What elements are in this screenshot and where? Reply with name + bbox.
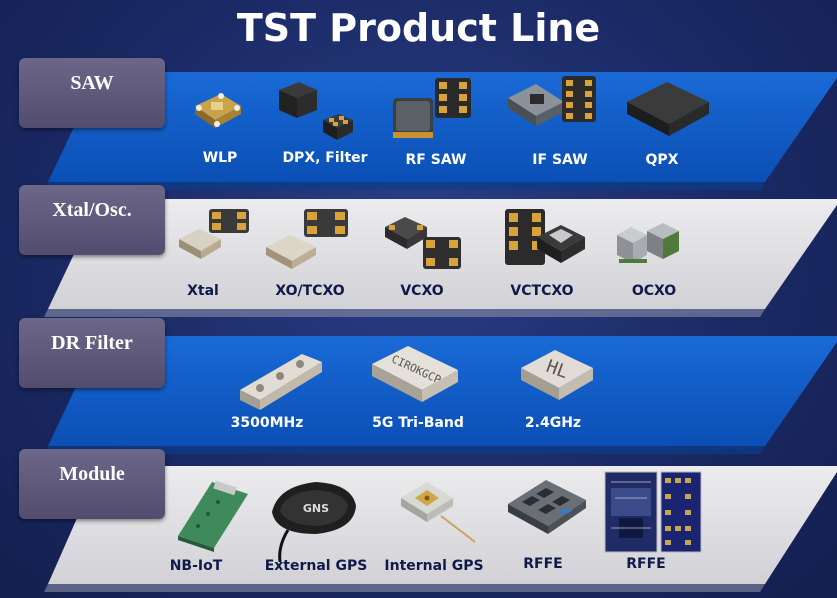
dr-filter-3500mhz-icon — [240, 354, 322, 410]
product-label: OCXO — [631, 283, 677, 299]
band-dr-filter: CIROKGCP HL 3500MHz 5G Tri-Band 2.4GHz — [0, 336, 837, 454]
product-xtal — [158, 203, 268, 267]
product-rffe-1 — [492, 472, 602, 542]
product-nb-iot — [158, 474, 268, 552]
product-label: VCXO — [400, 283, 444, 299]
band-xtal-osc: Xtal XO/TCXO VCXO VCTCXO OCXO — [0, 199, 837, 317]
ocxo-oscillator-icon — [617, 223, 679, 263]
rffe-module-icon — [508, 480, 586, 534]
band-strip — [44, 336, 837, 454]
product-dpx-filter — [262, 76, 372, 148]
product-if-saw — [500, 72, 610, 144]
dr-filter-2-4ghz-icon: HL — [521, 350, 593, 400]
external-gps-antenna-icon: GNS — [272, 482, 356, 563]
product-dr-2-4ghz: HL — [498, 342, 608, 408]
page-title: TST Product Line — [236, 6, 601, 50]
gps-badge-text: GNS — [303, 502, 329, 515]
dpx-filter-chip-icon — [279, 82, 353, 140]
product-wlp — [162, 84, 272, 134]
product-label: External GPS — [264, 558, 368, 574]
product-vctcxo — [492, 201, 602, 273]
xtal-crystal-icon — [179, 209, 249, 259]
product-label: Internal GPS — [384, 558, 484, 574]
product-label: RFFE — [626, 556, 666, 572]
product-label: RFFE — [523, 556, 563, 572]
product-label: XO/TCXO — [275, 283, 345, 299]
vctcxo-oscillator-icon — [505, 209, 585, 265]
product-internal-gps — [382, 472, 492, 552]
product-label: WLP — [202, 150, 238, 166]
internal-gps-antenna-icon — [401, 482, 476, 543]
product-label: RF SAW — [405, 152, 467, 168]
category-tab-module: Module — [19, 449, 165, 519]
product-label: Xtal — [187, 283, 219, 299]
product-external-gps: GNS — [258, 472, 368, 564]
product-dr-5g-triband: CIROKGCP — [362, 340, 472, 412]
wlp-chip-icon — [195, 93, 241, 128]
band-module: GNS — [0, 466, 837, 592]
rffe-xray-module-icon — [604, 471, 702, 553]
product-rffe-2 — [598, 468, 708, 554]
product-label: 2.4GHz — [524, 415, 582, 431]
product-dr-3500mhz — [226, 340, 336, 416]
qpx-chip-icon — [627, 82, 709, 136]
product-label: NB-IoT — [169, 558, 223, 574]
nb-iot-board-icon — [178, 480, 248, 552]
product-label: DPX, Filter — [282, 150, 368, 166]
product-xo-tcxo — [255, 203, 365, 273]
rf-saw-chip-icon — [393, 78, 471, 138]
product-label: IF SAW — [532, 152, 588, 168]
product-label: 3500MHz — [230, 415, 304, 431]
category-tab-xtal-osc: Xtal/Osc. — [19, 185, 165, 255]
product-ocxo — [600, 213, 710, 273]
product-qpx — [612, 74, 722, 146]
product-label: 5G Tri-Band — [372, 415, 464, 431]
vcxo-oscillator-icon — [385, 217, 461, 269]
dr-filter-5g-triband-icon: CIROKGCP — [372, 346, 458, 402]
category-tab-dr-filter: DR Filter — [19, 318, 165, 388]
product-vcxo — [370, 207, 480, 273]
product-label: QPX — [645, 152, 679, 168]
product-rf-saw — [378, 74, 488, 146]
band-saw: WLP DPX, Filter RF SAW IF SAW QPX — [0, 72, 837, 190]
if-saw-chip-icon — [508, 76, 596, 126]
product-label: VCTCXO — [510, 283, 574, 299]
xo-tcxo-oscillator-icon — [266, 209, 348, 269]
category-tab-saw: SAW — [19, 58, 165, 128]
